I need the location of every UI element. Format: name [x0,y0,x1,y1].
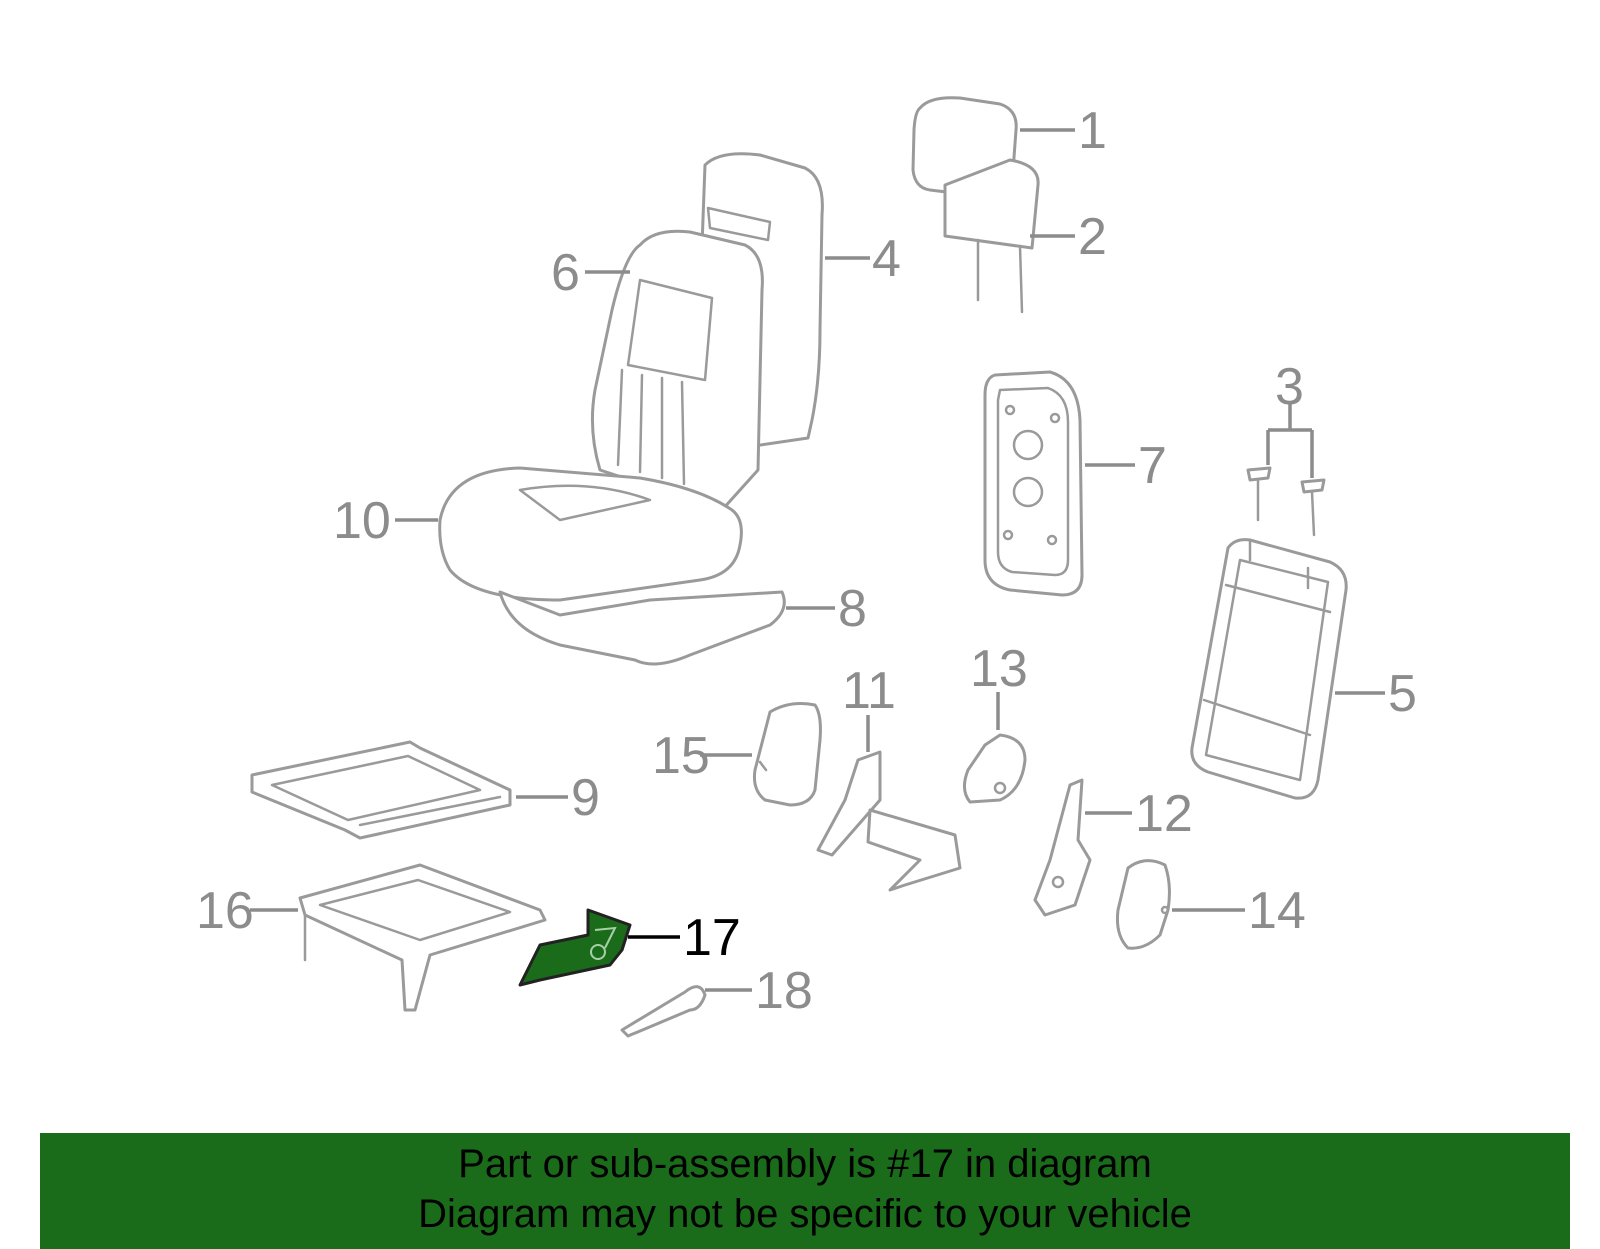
callout-16: 16 [196,882,254,940]
callout-10: 10 [333,492,391,550]
part-11-bracket [816,750,962,892]
callout-11: 11 [842,662,896,720]
banner-line-1: Part or sub-assembly is #17 in diagram [458,1142,1152,1186]
part-10-seat-cushion-cover [438,466,743,602]
callout-14: 14 [1248,882,1306,940]
callout-15: 15 [652,727,710,785]
part-6-seat-back-cover [590,229,764,512]
part-13-cover-plate [963,733,1027,804]
part-15-cover [753,702,822,807]
part-14-cover [1116,859,1171,950]
banner-line-2: Diagram may not be specific to your vehi… [418,1192,1192,1236]
callout-3: 3 [1275,358,1304,416]
callout-6: 6 [551,244,580,302]
callout-13: 13 [970,640,1028,698]
callout-9: 9 [571,769,600,827]
part-7-side-cover [983,370,1084,597]
part-17-highlighted [518,908,632,987]
part-16-seat-track [298,863,547,1012]
part-3-bolts [1246,466,1326,537]
part-2-headrest-cover [943,158,1040,314]
callout-4: 4 [872,230,901,288]
part-9-cushion-frame [250,740,512,840]
part-12-hinge [1033,778,1092,917]
callout-7: 7 [1138,437,1167,495]
callout-12: 12 [1135,785,1193,843]
part-5-seat-back-frame [1190,538,1348,800]
callout-5: 5 [1388,665,1417,723]
callout-18: 18 [755,962,813,1020]
callout-8: 8 [838,580,867,638]
part-8-seat-cushion-pad [498,590,786,666]
callout-labels: 1 2 3 4 5 6 7 8 9 10 11 12 13 14 15 16 1… [196,102,1417,1020]
part-18-handle [620,985,707,1038]
callout-1: 1 [1078,102,1107,160]
callout-leaders [250,128,1385,992]
callout-17: 17 [683,909,741,967]
info-banner: Part or sub-assembly is #17 in diagram D… [40,1133,1570,1249]
callout-2: 2 [1078,208,1107,266]
